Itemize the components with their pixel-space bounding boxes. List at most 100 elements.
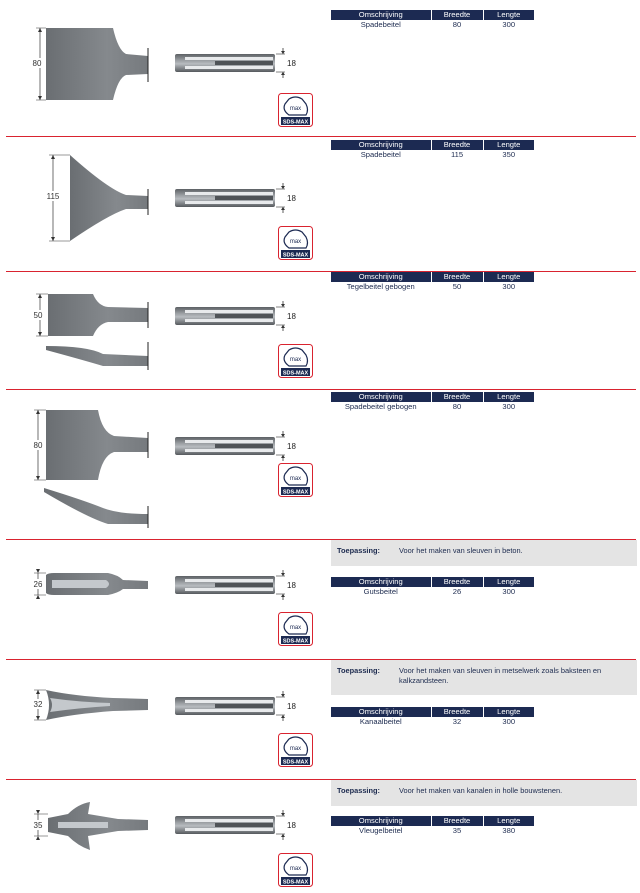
application-box: Toepassing: Voor het maken van sleuven i… bbox=[331, 660, 637, 695]
spec-table: Omschrijving Breedte Lengte Spadebeitel … bbox=[331, 392, 534, 412]
application-box: Toepassing: Voor het maken van sleuven i… bbox=[331, 540, 637, 566]
sds-max-badge-icon: max SDS-MAX bbox=[278, 226, 313, 260]
svg-text:SDS-MAX: SDS-MAX bbox=[283, 760, 309, 766]
cell-description: Vleugelbeitel bbox=[359, 826, 403, 835]
gouge-chisel-image: 26 bbox=[30, 569, 148, 599]
cell-length: 300 bbox=[482, 717, 534, 727]
svg-text:max: max bbox=[290, 746, 301, 752]
product-section-6: 32 18 max SDS-MAX Toepassing: Voor het m… bbox=[0, 660, 640, 780]
header-description: Omschrijving bbox=[331, 392, 431, 402]
width-dimension-label: 26 bbox=[34, 580, 43, 589]
header-description: Omschrijving bbox=[331, 577, 431, 587]
cell-length: 300 bbox=[482, 282, 534, 292]
width-dimension-label: 80 bbox=[34, 441, 43, 450]
application-label: Toepassing: bbox=[337, 546, 380, 555]
section-divider bbox=[6, 539, 636, 540]
spec-table: Omschrijving Breedte Lengte Kanaalbeitel… bbox=[331, 707, 534, 727]
header-width: Breedte bbox=[430, 10, 483, 20]
cell-length: 380 bbox=[482, 826, 534, 836]
sds-max-shank-image: 18 bbox=[175, 301, 296, 331]
section-divider bbox=[6, 779, 636, 780]
application-text: Voor het maken van kanalen in holle bouw… bbox=[399, 786, 563, 795]
spec-table: Omschrijving Breedte Lengte Tegelbeitel … bbox=[331, 272, 534, 292]
shank-dimension-label: 18 bbox=[287, 821, 296, 830]
svg-text:SDS-MAX: SDS-MAX bbox=[283, 371, 309, 377]
product-section-2: 115 18 max SDS-MAX Omschrijving Breedte … bbox=[0, 137, 640, 272]
sds-max-shank-image: 18 bbox=[175, 431, 296, 461]
section-divider bbox=[6, 389, 636, 390]
svg-text:max: max bbox=[290, 239, 301, 245]
application-label: Toepassing: bbox=[337, 786, 380, 795]
cell-description: Spadebeitel bbox=[360, 20, 401, 29]
spade-chisel-bent-image: 80 bbox=[30, 409, 149, 528]
header-description: Omschrijving bbox=[331, 272, 431, 282]
section-divider bbox=[6, 659, 636, 660]
product-section-1: 80 18 max SDS-MAX Omschrijving Breedte L… bbox=[0, 0, 640, 137]
section-divider bbox=[6, 271, 636, 272]
header-length: Lengte bbox=[482, 10, 534, 20]
header-length: Lengte bbox=[482, 707, 534, 717]
header-width: Breedte bbox=[430, 816, 483, 826]
table-row: Gutsbeitel 26 300 bbox=[331, 587, 534, 597]
table-row: Spadebeitel gebogen 80 300 bbox=[331, 402, 534, 412]
header-description: Omschrijving bbox=[331, 816, 431, 826]
tile-chisel-bent-image: 50 bbox=[31, 293, 149, 370]
sds-max-badge-icon: max SDS-MAX bbox=[278, 463, 313, 497]
cell-description: Spadebeitel bbox=[360, 150, 401, 159]
table-row: Spadebeitel 115 350 bbox=[331, 150, 534, 160]
svg-text:SDS-MAX: SDS-MAX bbox=[283, 120, 309, 126]
cell-width: 80 bbox=[430, 402, 483, 412]
spade-chisel-image: 80 bbox=[30, 27, 149, 101]
application-label: Toepassing: bbox=[337, 666, 380, 675]
section-divider bbox=[6, 136, 636, 137]
svg-text:SDS-MAX: SDS-MAX bbox=[283, 880, 309, 886]
header-width: Breedte bbox=[430, 272, 483, 282]
cell-width: 80 bbox=[430, 20, 483, 30]
sds-max-badge-icon: max SDS-MAX bbox=[278, 612, 313, 646]
table-row: Spadebeitel 80 300 bbox=[331, 20, 534, 30]
header-length: Lengte bbox=[482, 577, 534, 587]
cell-width: 26 bbox=[430, 587, 483, 597]
spec-table: Omschrijving Breedte Lengte Gutsbeitel 2… bbox=[331, 577, 534, 597]
cell-width: 115 bbox=[430, 150, 483, 160]
application-text: Voor het maken van sleuven in beton. bbox=[399, 546, 523, 555]
table-row: Vleugelbeitel 35 380 bbox=[331, 826, 534, 836]
table-row: Tegelbeitel gebogen 50 300 bbox=[331, 282, 534, 292]
product-section-5: 26 18 max SDS-MAX Toepassing: Voor het m… bbox=[0, 540, 640, 660]
cell-length: 350 bbox=[482, 150, 534, 160]
sds-max-badge-icon: max SDS-MAX bbox=[278, 93, 313, 127]
header-width: Breedte bbox=[430, 577, 483, 587]
header-description: Omschrijving bbox=[331, 140, 431, 150]
header-width: Breedte bbox=[430, 392, 483, 402]
cell-description: Kanaalbeitel bbox=[359, 717, 402, 726]
header-description: Omschrijving bbox=[331, 707, 431, 717]
application-text: Voor het maken van sleuven in metselwerk… bbox=[399, 666, 602, 685]
sds-max-badge-icon: max SDS-MAX bbox=[278, 853, 313, 887]
spec-table: Omschrijving Breedte Lengte Spadebeitel … bbox=[331, 140, 534, 160]
svg-text:SDS-MAX: SDS-MAX bbox=[283, 253, 309, 259]
cell-width: 50 bbox=[430, 282, 483, 292]
header-width: Breedte bbox=[430, 140, 483, 150]
product-section-7: 35 18 max SDS-MAX Toepassing: Voor het m… bbox=[0, 780, 640, 893]
sds-max-shank-image: 18 bbox=[175, 810, 296, 840]
sds-max-shank-image: 18 bbox=[175, 691, 296, 721]
cell-length: 300 bbox=[482, 402, 534, 412]
cell-width: 32 bbox=[430, 717, 483, 727]
width-dimension-label: 115 bbox=[47, 192, 60, 201]
application-box: Toepassing: Voor het maken van kanalen i… bbox=[331, 780, 637, 806]
spec-table: Omschrijving Breedte Lengte Spadebeitel … bbox=[331, 10, 534, 30]
width-dimension-label: 80 bbox=[33, 59, 42, 68]
header-width: Breedte bbox=[430, 707, 483, 717]
header-length: Lengte bbox=[482, 140, 534, 150]
shank-dimension-label: 18 bbox=[287, 312, 296, 321]
wide-spade-chisel-image: 115 bbox=[42, 154, 149, 242]
shank-dimension-label: 18 bbox=[287, 442, 296, 451]
width-dimension-label: 35 bbox=[34, 821, 43, 830]
cell-description: Tegelbeitel gebogen bbox=[346, 282, 415, 291]
shank-dimension-label: 18 bbox=[287, 581, 296, 590]
svg-text:max: max bbox=[290, 476, 301, 482]
cell-length: 300 bbox=[482, 587, 534, 597]
width-dimension-label: 32 bbox=[34, 700, 43, 709]
header-length: Lengte bbox=[482, 816, 534, 826]
header-description: Omschrijving bbox=[331, 10, 431, 20]
